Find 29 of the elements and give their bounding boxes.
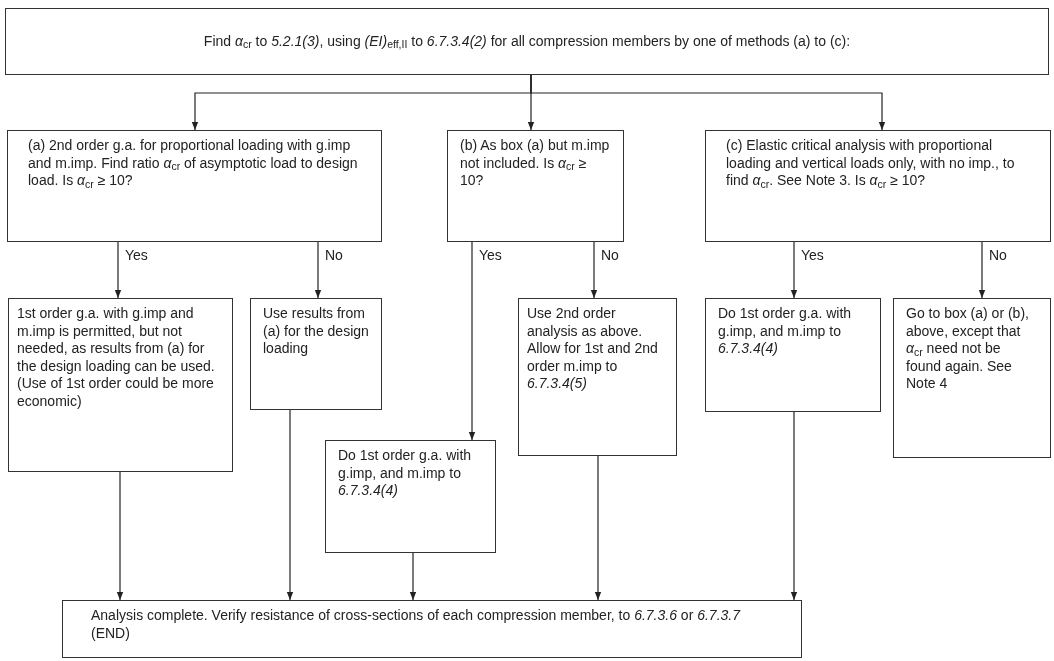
arrow [286, 409, 294, 601]
process-box: Do 1st order g.a. with g.imp, and m.imp to 6.7.3.4(4) [325, 440, 496, 553]
arrow [590, 241, 598, 299]
process-box: Use 2nd order analysis as above. Allow for 1st and 2nd order m.imp to 6.7.3.4(5) [518, 298, 677, 456]
arrow [314, 241, 322, 299]
process-box: Go to box (a) or (b), above, except that α$_{cr}$ need not be found again. See Note 4 [893, 298, 1051, 458]
process-box: Do 1st order g.a. with g.imp, and m.imp to 6.7.3.4(4) [705, 298, 881, 412]
arrow [468, 241, 476, 441]
process-box: Analysis complete. Verify resistance of cross-sections of each compression member, to 6.7.3.6 or 6.7.3.7 (END) [62, 600, 802, 658]
arrow [790, 411, 798, 601]
edge-label: Yes [123, 248, 150, 262]
process-box: (a) 2nd order g.a. for proportional loading with g.imp and m.imp. Find ratio α$_{cr}$ of asymptotic load to design load. Is α$_{cr}$ ≥ 10? [7, 130, 382, 242]
edge-label: No [987, 248, 1009, 262]
process-box: (c) Elastic critical analysis with proportional loading and vertical loads only, with no imp., to find α$_{cr}$. See Note 3. Is α$_{cr}$ ≥ 10? [705, 130, 1051, 242]
arrow [978, 241, 986, 299]
arrow [116, 471, 124, 601]
process-box: Use results from (a) for the design loading [250, 298, 382, 410]
process-box: Find α$_{cr}$ to 5.2.1(3), using (EI)$_{eff,II}$ to 6.7.3.4(2) for all compression members by one of methods (a) to (c): [5, 8, 1049, 75]
arrow [790, 241, 798, 299]
edge-label: No [599, 248, 621, 262]
arrow [114, 241, 122, 299]
arrow [594, 455, 602, 601]
edge-label: Yes [477, 248, 504, 262]
arrow [409, 552, 417, 601]
process-box: 1st order g.a. with g.imp and m.imp is permitted, but not needed, as results from (a) for the design loading can be used. (Use of 1st order could be more economic) [8, 298, 233, 472]
process-box: (b) As box (a) but m.imp not included. Is α$_{cr}$ ≥ 10? [447, 130, 624, 242]
edge-label: No [323, 248, 345, 262]
arrow [530, 74, 886, 131]
edge-label: Yes [799, 248, 826, 262]
